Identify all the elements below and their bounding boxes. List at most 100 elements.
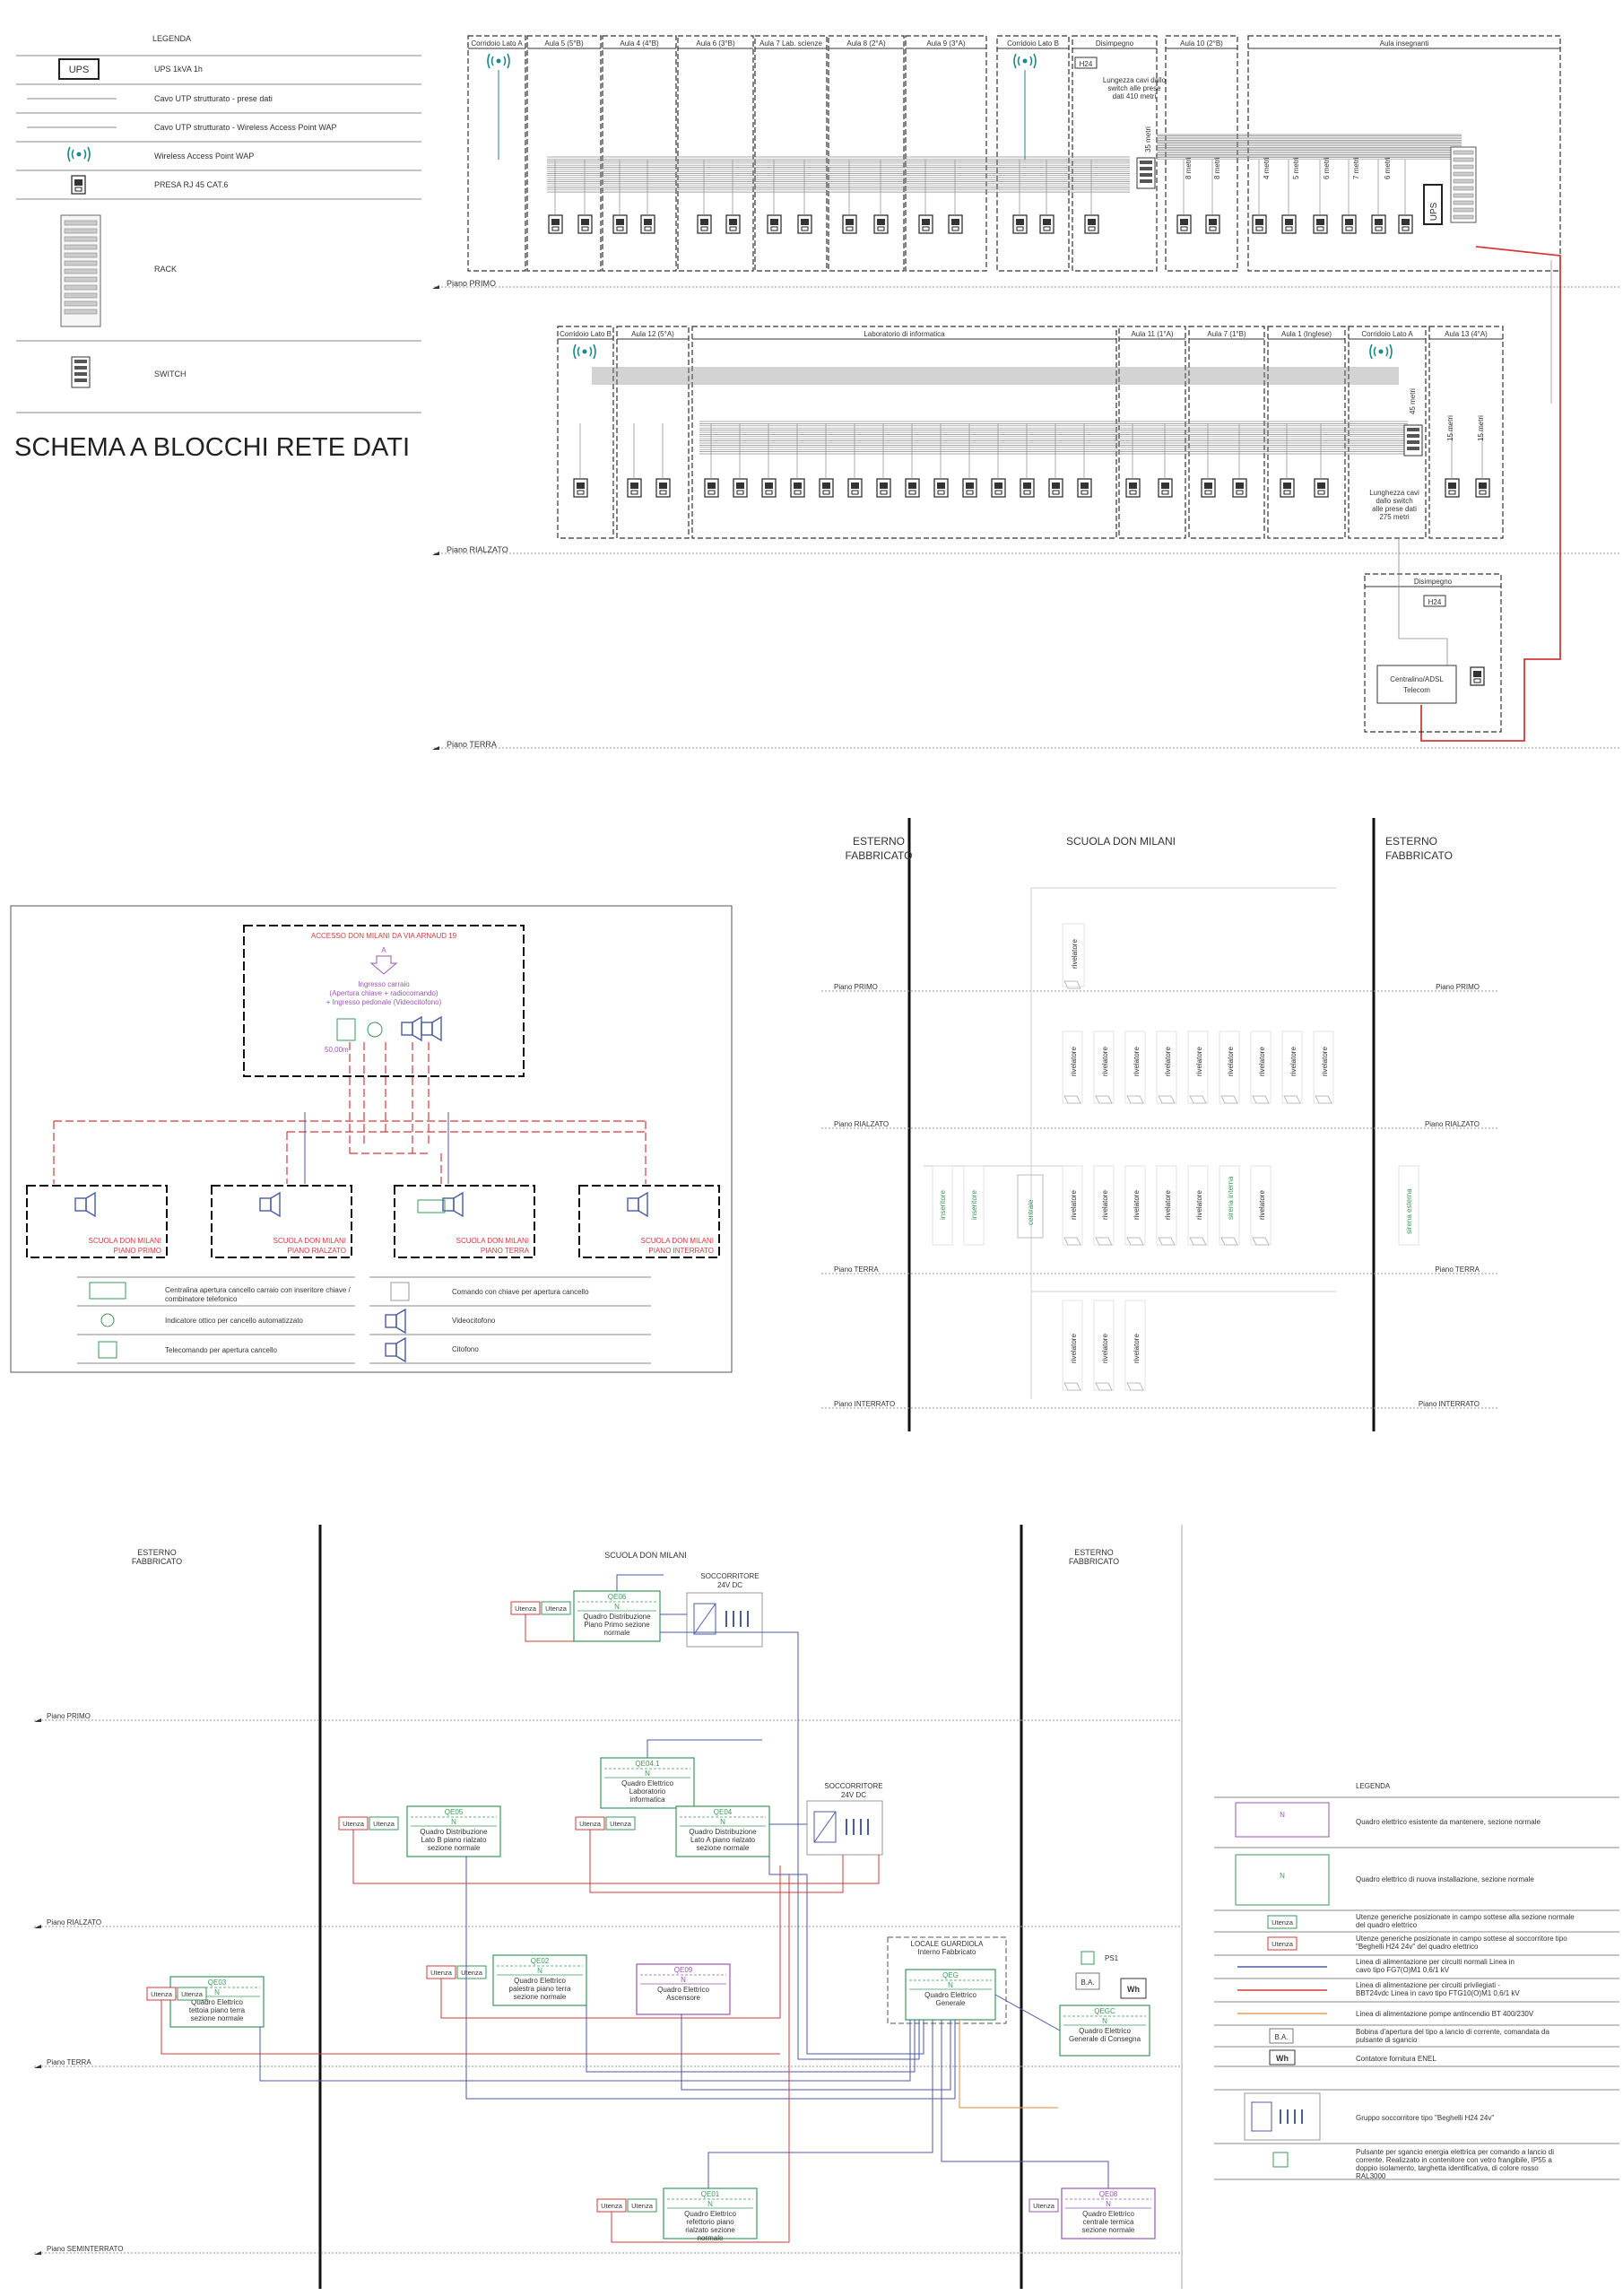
legend-item: corrente. Realizzato in contenitore con … xyxy=(1356,2156,1552,2164)
rj45-outlet xyxy=(1084,214,1099,234)
legend-utenza-normal xyxy=(1267,1915,1298,1929)
legend-n: N xyxy=(1280,1872,1285,1880)
rj45-outlet xyxy=(1125,478,1141,498)
room-name: Aula 11 (1°A) xyxy=(1131,330,1173,338)
videocitofono-icon xyxy=(627,1192,648,1217)
panel-desc: normale xyxy=(604,1629,630,1637)
panel-desc: Quadro Elettrico xyxy=(657,1986,709,1994)
locale-label: LOCALE GUARDIOLA xyxy=(911,1940,985,1948)
rj45-outlet xyxy=(1176,214,1192,234)
wap-icon xyxy=(487,53,510,69)
legend-item-cable-wap: Cavo UTP strutturato - Wireless Access P… xyxy=(154,123,337,132)
soccorritore-diag xyxy=(693,1603,716,1635)
rack-unit xyxy=(1453,164,1474,170)
rj45-outlet xyxy=(1341,214,1357,234)
legend-item: Utenze generiche posizionate in campo so… xyxy=(1356,1935,1567,1943)
inseritore-label: inseritore xyxy=(970,1190,978,1220)
esterno-label: FABBRICATO xyxy=(132,1557,182,1566)
rj45-outlet xyxy=(842,214,857,234)
rj45-outlet xyxy=(905,478,920,498)
panel-n: N xyxy=(451,1818,456,1826)
panel-desc: Quadro Distribuzione xyxy=(420,1828,488,1836)
rj45-outlet xyxy=(873,214,889,234)
room-name: Disimpegno xyxy=(1414,578,1453,586)
ups-icon-label: UPS xyxy=(69,65,90,75)
utenza-box xyxy=(627,2198,657,2213)
power-line xyxy=(1420,246,1561,742)
utenza-box xyxy=(541,1601,571,1615)
carraio-label: Ingresso carraio xyxy=(358,980,410,988)
panel-code: QE04.1 xyxy=(635,1760,660,1768)
detector-icon xyxy=(1158,1095,1176,1104)
rack-unit xyxy=(64,284,98,291)
distance-label: 8 metri xyxy=(1213,157,1221,179)
detector-icon xyxy=(1220,1095,1238,1104)
panel-qegc xyxy=(1059,2005,1150,2057)
legend-panel-new xyxy=(1235,1854,1330,1906)
soccorritore-label: 24V DC xyxy=(717,1581,742,1589)
legend-item-ups: UPS 1kVA 1h xyxy=(154,65,203,74)
floor-label: Piano INTERRATO xyxy=(1419,1400,1480,1408)
school-box-label: SCUOLA DON MILANI xyxy=(456,1237,529,1245)
rj45-outlet xyxy=(933,478,949,498)
panel-desc: sezione normale xyxy=(191,2014,244,2022)
rivelatore-label: rivelatore xyxy=(1133,1334,1141,1363)
school-box-floor: PIANO TERRA xyxy=(481,1247,530,1255)
carraio-note: (Apertura chiave + radiocomando) xyxy=(329,989,438,997)
gate-legend-item: Indicatore ottico per cancello automatiz… xyxy=(165,1317,303,1325)
legend-item-cable-data: Cavo UTP strutturato - prese dati xyxy=(154,94,273,103)
room-box-ground-floor xyxy=(557,326,614,539)
legend-item: "Beghelli H24 24v" del quadro elettrico xyxy=(1356,1943,1479,1951)
panel-desc: rialzato sezione xyxy=(685,2226,735,2234)
power-line xyxy=(440,1866,781,2019)
ba-box xyxy=(1075,1972,1100,1990)
legend-utenza-label: Utenza xyxy=(1271,1918,1294,1926)
wh-label: Wh xyxy=(1127,1985,1140,1994)
rj45-outlet xyxy=(761,478,777,498)
legend-item: del quadro elettrico xyxy=(1356,1921,1418,1929)
access-title: ACCESSO DON MILANI DA VIA ARNAUD 19 xyxy=(311,932,457,940)
floor-label: Piano TERRA xyxy=(47,2058,91,2066)
utenza-label: Utenza xyxy=(515,1605,537,1613)
detector-icon xyxy=(1252,1237,1270,1246)
key-command-icon xyxy=(336,1018,356,1041)
school-box-label: SCUOLA DON MILANI xyxy=(89,1237,161,1245)
rj45-outlet xyxy=(725,214,741,234)
school-floor-box xyxy=(26,1185,168,1258)
rj45-outlet xyxy=(1475,478,1490,498)
legend-soccorritore xyxy=(1244,2092,1321,2141)
soccorritore-box xyxy=(686,1592,763,1648)
rivelatore-label: rivelatore xyxy=(1195,1190,1203,1220)
rj45-outlet xyxy=(1020,478,1035,498)
ground-floor-note: dallo switch xyxy=(1376,497,1412,505)
rivelatore-label: sirena interna xyxy=(1227,1176,1235,1220)
panel-desc: sezione normale xyxy=(1082,2226,1135,2234)
centrale-box xyxy=(1017,1174,1044,1239)
first-floor-note: dati 410 metri xyxy=(1113,92,1157,100)
floor-label: Piano INTERRATO xyxy=(834,1400,895,1408)
scuola-label: SCUOLA DON MILANI xyxy=(604,1551,687,1560)
inseritore-box xyxy=(932,1165,953,1246)
rack-unit xyxy=(1453,200,1474,205)
power-line xyxy=(707,2020,933,2188)
panel-qe06 xyxy=(573,1590,661,1642)
room-box-first-floor xyxy=(602,35,677,272)
panel-n: N xyxy=(214,1988,220,1996)
utenza-label: Utenza xyxy=(151,1990,173,1998)
rj45-outlet xyxy=(1232,478,1247,498)
detector-icon xyxy=(1063,980,1081,989)
ups-label: UPS xyxy=(1429,202,1439,221)
panel-code: QE06 xyxy=(608,1593,627,1601)
room-name: Aula 7 (1°B) xyxy=(1207,330,1246,338)
rj45-outlet xyxy=(573,478,588,498)
rj45-outlet xyxy=(640,214,655,234)
esterno-label: ESTERNO xyxy=(1074,1548,1114,1557)
rj45-outlet xyxy=(655,478,671,498)
utenza-label: Utenza xyxy=(631,2202,654,2210)
room-name: Corridoio Lato B xyxy=(1007,39,1059,48)
detector-icon xyxy=(1095,1095,1113,1104)
floor-label: Piano TERRA xyxy=(447,740,497,749)
rack-unit xyxy=(64,268,98,274)
access-letter: A xyxy=(381,946,386,954)
room-box-first-floor xyxy=(996,35,1070,272)
